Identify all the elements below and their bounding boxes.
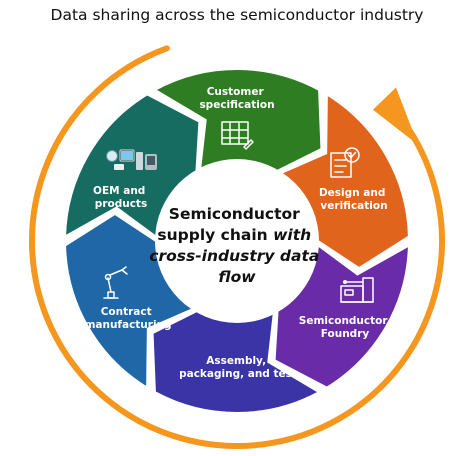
center-line-2: supply chain with xyxy=(157,226,311,244)
segment-label-oem-and-products: OEM and products xyxy=(93,185,149,210)
diagram-title: Data sharing across the semiconductor in… xyxy=(50,6,424,24)
center-line-3: cross-industry data xyxy=(149,247,319,265)
segment-label-customer-specification: Customer specification xyxy=(199,86,274,111)
segment-label-line: verification xyxy=(320,200,387,212)
segment-label-design-and-verification: Design and verification xyxy=(319,187,389,212)
center-line-2-text: supply chain xyxy=(157,226,273,244)
center-title: Semiconductor supply chain with cross-in… xyxy=(149,205,324,286)
segment-label-line: OEM and xyxy=(93,185,145,197)
segment-label-line: packaging, and test xyxy=(179,368,297,380)
segment-label-line: Customer xyxy=(207,86,265,98)
segment-label-line: Foundry xyxy=(321,328,370,340)
center-line-4: flow xyxy=(218,268,256,286)
ring-segments xyxy=(64,68,410,414)
segment-label-semiconductor-foundry: Semiconductor Foundry xyxy=(299,315,391,340)
segment-label-line: products xyxy=(95,198,147,210)
segment-label-line: Semiconductor xyxy=(299,315,389,327)
segment-label-line: Assembly, xyxy=(206,355,266,367)
segment-label-line: specification xyxy=(199,99,274,111)
cycle-arrow xyxy=(29,45,445,449)
center-line-1: Semiconductor xyxy=(169,205,300,223)
segment-label-line: Design and xyxy=(319,187,385,199)
document-check-icon xyxy=(330,147,360,178)
devices-icon xyxy=(106,149,157,170)
center-line-2-italic: with xyxy=(273,226,311,244)
segment-label-line: manufacturing xyxy=(84,319,171,331)
foundry-machine-icon xyxy=(340,277,374,303)
segment-label-contract-manufacturing: Contract manufacturing xyxy=(84,306,171,331)
center-circle xyxy=(155,159,319,323)
blueprint-icon xyxy=(221,121,254,150)
robot-arm-icon xyxy=(103,266,128,299)
segment-label-assembly-packaging-test: Assembly, packaging, and test xyxy=(179,355,297,380)
segment-label-line: Contract xyxy=(101,306,152,318)
